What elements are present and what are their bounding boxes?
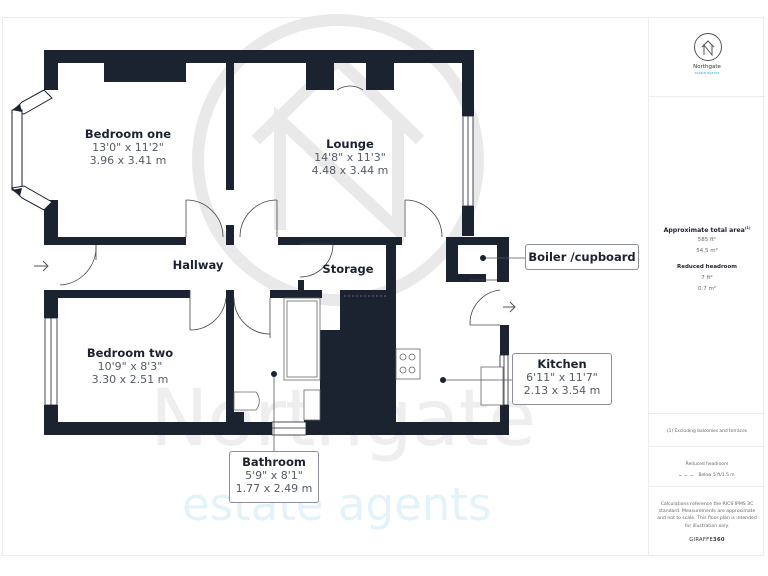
room-dim-imperial: 10'9" x 8'3"	[97, 360, 163, 373]
giraffe-prefix: GIRAFFE	[689, 536, 714, 543]
dashed-line-icon	[679, 475, 694, 476]
total-area-sqft: 585 ft²	[697, 237, 717, 243]
room-dim-metric: 3.30 x 2.51 m	[91, 373, 169, 386]
callout-kitchen: Kitchen 6'11" x 11'7" 2.13 x 3.54 m	[512, 353, 612, 405]
room-dim-imperial: 5'9" x 8'1"	[245, 469, 303, 482]
disclaimer-text: Calculations reference the RICS IPMS 3C …	[657, 502, 757, 529]
room-dim-imperial: 13'0" x 11'2"	[92, 141, 164, 154]
brand-tagline: estate agents	[694, 71, 720, 75]
brand-name: Northgate	[693, 64, 721, 70]
room-name: Boiler /cupboard	[528, 250, 636, 264]
room-bedroom-one: Bedroom one 13'0" x 11'2" 3.96 x 3.41 m	[78, 127, 178, 167]
plan-frame	[2, 17, 764, 556]
excluding-note-text: (1) Excluding balconies and terraces	[666, 429, 748, 434]
room-lounge: Lounge 14'8" x 11'3" 4.48 x 3.44 m	[300, 137, 400, 177]
legend-item-label: Below 5 ft/1.5 m	[698, 473, 735, 478]
callout-boiler-cupboard: Boiler /cupboard	[525, 244, 639, 270]
room-storage: Storage	[320, 262, 376, 276]
info-sidebar: Northgate estate agents Approximate tota…	[648, 17, 765, 556]
room-name: Bathroom	[242, 455, 306, 469]
callout-bathroom: Bathroom 5'9" x 8'1" 1.77 x 2.49 m	[229, 451, 319, 503]
reduced-headroom-sqft: 7 ft²	[701, 275, 713, 281]
room-dim-imperial: 6'11" x 11'7"	[526, 371, 598, 384]
reduced-headroom-sqm: 0.7 m²	[697, 286, 717, 292]
house-n-circle-icon	[694, 33, 722, 61]
excluding-note: (1) Excluding balconies and terraces	[649, 414, 765, 447]
room-name: Storage	[322, 262, 374, 276]
headroom-legend: Reduced headroom Below 5 ft/1.5 m	[649, 447, 765, 487]
room-name: Bedroom two	[86, 346, 174, 360]
giraffe360-logo: GIRAFFE360	[649, 537, 765, 543]
giraffe-suffix: 360	[713, 536, 725, 543]
total-area-title: Approximate total area(1)	[649, 226, 765, 234]
room-bedroom-two: Bedroom two 10'9" x 8'3" 3.30 x 2.51 m	[80, 346, 180, 386]
disclaimer-section: Calculations reference the RICS IPMS 3C …	[649, 487, 765, 556]
legend-row: Below 5 ft/1.5 m	[649, 473, 765, 478]
room-name: Hallway	[172, 258, 224, 272]
room-name: Lounge	[326, 137, 374, 151]
room-hallway: Hallway	[168, 258, 228, 272]
reduced-headroom-title: Reduced headroom	[677, 264, 737, 270]
room-dim-metric: 2.13 x 3.54 m	[523, 384, 601, 397]
brand-logo: Northgate estate agents	[649, 17, 765, 97]
room-name: Kitchen	[537, 357, 587, 371]
room-dim-metric: 1.77 x 2.49 m	[235, 482, 313, 495]
room-dim-imperial: 14'8" x 11'3"	[314, 151, 386, 164]
room-name: Bedroom one	[84, 127, 172, 141]
area-summary: Approximate total area(1) 585 ft² 54.5 m…	[649, 97, 765, 414]
room-dim-metric: 4.48 x 3.44 m	[311, 164, 389, 177]
room-dim-metric: 3.96 x 3.41 m	[89, 154, 167, 167]
legend-title: Reduced headroom	[685, 462, 729, 467]
total-area-sqm: 54.5 m²	[696, 248, 718, 254]
total-area-label: Approximate total area	[663, 227, 745, 235]
footnote-marker: (1)	[744, 226, 751, 230]
